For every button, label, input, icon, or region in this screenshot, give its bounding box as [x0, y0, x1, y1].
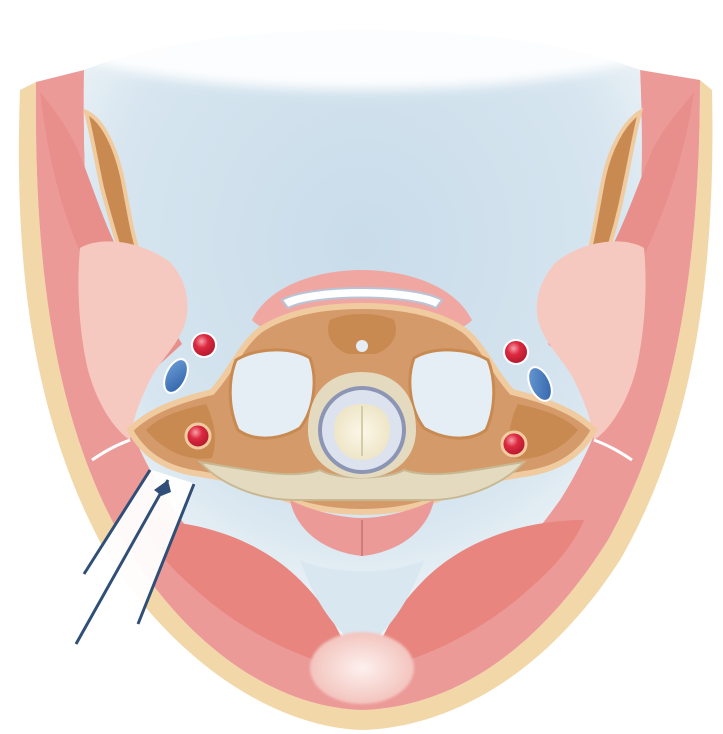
nuchal-ligament — [310, 632, 414, 704]
left-carotid-artery — [192, 333, 216, 357]
right-lamina-cavity — [410, 350, 494, 438]
left-lamina-cavity — [230, 350, 314, 438]
right-vertebral-artery — [502, 432, 526, 456]
left-vertebral-artery — [186, 424, 210, 448]
right-carotid-artery — [504, 340, 528, 364]
